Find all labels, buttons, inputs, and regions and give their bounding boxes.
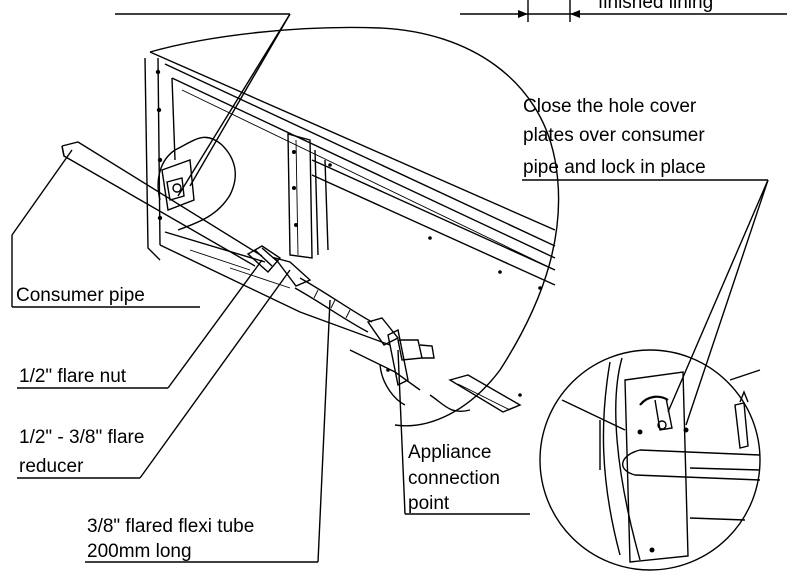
- close-cover-label-line3: pipe and lock in place: [523, 157, 706, 178]
- detail-circle: [539, 349, 761, 571]
- flare-nut-leader: [17, 259, 263, 389]
- flare-reducer: [273, 256, 312, 287]
- appliance-label-line2: connection: [408, 468, 500, 489]
- appliance-fitting: [366, 317, 435, 361]
- finished-lining-dimension: [460, 0, 787, 22]
- appliance-leader: [397, 349, 530, 515]
- flare-nut-fitting: [246, 245, 282, 274]
- flexi-tube-label-line1: 3/8" flared flexi tube: [87, 516, 254, 537]
- flare-reducer-label-line2: reducer: [19, 456, 84, 477]
- flexi-tube-label-line2: 200mm long: [87, 541, 192, 562]
- consumer-pipe-label: Consumer pipe: [16, 285, 145, 306]
- flare-nut-label: 1/2" flare nut: [19, 366, 127, 387]
- flare-reducer-label-line1: 1/2" - 3/8" flare: [19, 427, 144, 448]
- appliance-label-line1: Appliance: [408, 442, 491, 463]
- main-cabinet-view: [144, 26, 560, 427]
- flare-reducer-leader: [17, 269, 291, 479]
- consumer-pipe-leader: [11, 149, 200, 308]
- close-cover-leader: [522, 179, 769, 426]
- close-cover-label-line2: plates over consumer: [523, 125, 705, 146]
- flexi-tube-leader: [85, 299, 331, 563]
- appliance-label-line3: point: [408, 493, 450, 514]
- top-left-leader: [115, 13, 291, 197]
- finished-lining-label: finished lining: [598, 0, 713, 13]
- close-cover-label-line1: Close the hole cover: [523, 96, 697, 117]
- flexi-tube: [294, 277, 373, 333]
- consumer-pipe: [61, 141, 263, 267]
